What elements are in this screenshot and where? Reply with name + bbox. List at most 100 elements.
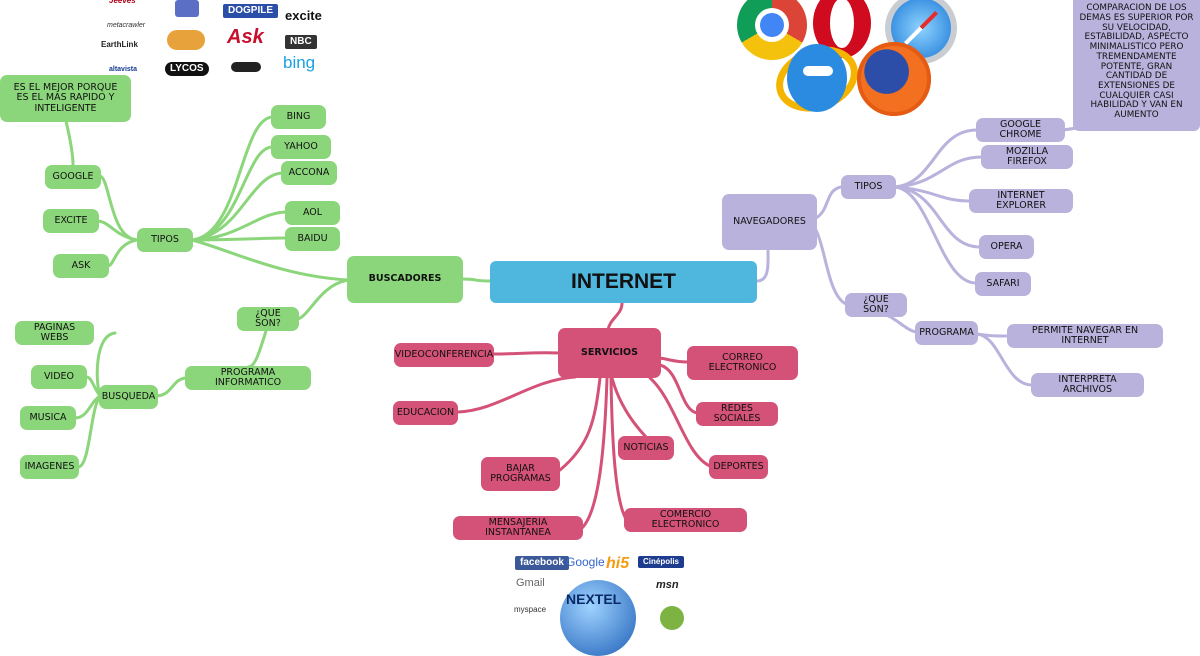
- engine-aol: AOL: [285, 201, 340, 225]
- facebook-logo-label: facebook: [515, 556, 569, 570]
- link-buscadores-tipos: [190, 238, 350, 282]
- link-google-note: [64, 119, 75, 167]
- link-tipos-opera: [893, 185, 982, 249]
- buscadores-node: BUSCADORES: [347, 256, 463, 303]
- link-buscadores-queson: [296, 278, 350, 321]
- nbc-logo-label: NBC: [285, 35, 317, 49]
- programa-informatico-node: PROGRAMA INFORMATICO: [185, 366, 311, 390]
- programa-interpreta-archivos: INTERPRETA ARCHIVOS: [1031, 373, 1144, 397]
- earthlink-logo-label: EarthLink: [101, 40, 138, 49]
- google-note: ES EL MEJOR PORQUE ES EL MAS RAPIDO Y IN…: [0, 75, 131, 122]
- browser-ie: INTERNET EXPLORER: [969, 189, 1073, 213]
- link-navegadores-queson: [814, 228, 848, 306]
- busqueda-node: BUSQUEDA: [99, 385, 158, 409]
- busqueda-imagenes: IMAGENES: [20, 455, 79, 479]
- messenger-icon: [660, 606, 684, 630]
- altavista-logo-label: altavista: [109, 66, 138, 73]
- nextel-logo-label: NEXTEL: [566, 591, 622, 607]
- link-center-navegadores: [755, 248, 770, 283]
- link-tipos-bing: [190, 115, 274, 242]
- myspace-logo-label: myspace: [514, 605, 547, 614]
- programa-permite-navegar: PERMITE NAVEGAR EN INTERNET: [1007, 324, 1163, 348]
- excite-logo-label: excite: [285, 8, 322, 23]
- hi5-logo-label: hi5: [606, 555, 630, 572]
- chrome-logo-icon: [737, 0, 807, 60]
- link-programa-busqueda: [155, 376, 187, 398]
- link-servicios-mensajeria: [580, 376, 609, 530]
- link-busqueda-video: [84, 375, 102, 398]
- link-tipos-safari: [893, 185, 978, 285]
- opera-logo-icon: [813, 0, 871, 58]
- link-servicios-redes: [658, 363, 699, 415]
- link-queson-programa: [246, 329, 268, 369]
- connector-lines: [64, 115, 1092, 530]
- servicio-correo: CORREO ELECTRONICO: [687, 346, 798, 380]
- navegadores-queson-node: ¿QUE SON?: [845, 293, 907, 317]
- servicio-deportes: DEPORTES: [709, 455, 768, 479]
- link-tipos-chrome: [893, 128, 979, 189]
- lycos-logo-label: LYCOS: [165, 62, 209, 76]
- busqueda-video: VIDEO: [31, 365, 87, 389]
- servicio-comercio: COMERCIO ELECTRONICO: [624, 508, 747, 532]
- buscadores-queson-node: ¿QUE SON?: [237, 307, 299, 331]
- link-servicios-deportes: [648, 376, 712, 468]
- link-busqueda-paginas: [95, 331, 117, 398]
- link-servicios-video: [492, 351, 562, 356]
- link-servicios-noticias: [610, 376, 648, 439]
- link-servicios-bajar: [558, 376, 602, 472]
- servicio-educacion: EDUCACION: [393, 401, 458, 425]
- busqueda-paginas-webs: PAGINAS WEBS: [15, 321, 94, 345]
- engine-google: GOOGLE: [45, 165, 101, 189]
- metacrawler-logo-label: metacrawler: [107, 22, 146, 29]
- busqueda-musica: MUSICA: [20, 406, 76, 430]
- link-tipos-firefox: [893, 155, 984, 189]
- browser-safari: SAFARI: [975, 272, 1031, 296]
- servicio-mensajeria: MENSAJERIA INSTANTANEA: [453, 516, 583, 540]
- buscadores-tipos-node: TIPOS: [137, 228, 193, 252]
- gmail-logo-label: Gmail: [516, 577, 545, 589]
- ask-logo-label: Ask: [227, 26, 264, 48]
- cinepolis-logo-label: Cinépolis: [638, 556, 685, 568]
- link-tipos-excite: [96, 219, 139, 242]
- msn-logo-label: msn: [656, 579, 679, 591]
- dogpile-logo-label: DOGPILE: [223, 4, 279, 18]
- servicio-redes-sociales: REDES SOCIALES: [696, 402, 778, 426]
- link-center-buscadores: [460, 277, 492, 283]
- navegadores-tipos-node: TIPOS: [841, 175, 896, 199]
- link-tipos-ask: [106, 238, 139, 268]
- engine-ask: ASK: [53, 254, 109, 278]
- browser-firefox: MOZILLA FIREFOX: [981, 145, 1073, 169]
- engine-excite: EXCITE: [43, 209, 99, 233]
- navegadores-node: NAVEGADORES: [722, 194, 817, 250]
- link-navegadores-tipos: [814, 185, 843, 220]
- google-logo-label: Google: [566, 555, 605, 569]
- servicio-noticias: NOTICIAS: [618, 436, 674, 460]
- navegadores-programa-node: PROGRAMA: [915, 321, 978, 345]
- servicio-bajar-programas: BAJAR PROGRAMAS: [481, 457, 560, 491]
- servicio-videoconferencia: VIDEOCONFERENCIA: [394, 343, 494, 367]
- link-servicios-correo: [658, 356, 690, 364]
- link-center-servicios: [606, 301, 624, 332]
- link-servicios-educacion: [456, 375, 577, 414]
- link-busqueda-imagenes: [76, 394, 102, 469]
- firefox-logo-icon: [857, 42, 931, 116]
- chrome-note: COMPARACION DE LOS DEMAS ES SUPERIOR POR…: [1073, 0, 1200, 131]
- link-servicios-comercio: [609, 376, 628, 521]
- askjeeves-logo: Jeeves: [109, 0, 136, 5]
- link-tipos-google: [98, 174, 139, 242]
- ie-logo-icon: [766, 35, 868, 123]
- social-logos: facebook Google hi5 Cinépolis Gmail msn …: [510, 552, 690, 656]
- engine-baidu: BAIDU: [285, 227, 340, 251]
- inkspace-logo: [175, 0, 199, 17]
- link-tipos-baidu: [190, 236, 287, 242]
- onespot-logo: [167, 30, 205, 50]
- engine-yahoo: YAHOO: [271, 135, 331, 159]
- bing-logo-label: bing: [283, 53, 316, 72]
- engine-accona: ACCONA: [281, 161, 337, 185]
- link-programa-interpreta: [975, 332, 1034, 387]
- eye-logo: [231, 62, 261, 72]
- browser-chrome: GOOGLE CHROME: [976, 118, 1065, 142]
- search-engine-logos: Jeeves DOGPILE excite metacrawler EarthL…: [95, 0, 335, 82]
- engine-bing: BING: [271, 105, 326, 129]
